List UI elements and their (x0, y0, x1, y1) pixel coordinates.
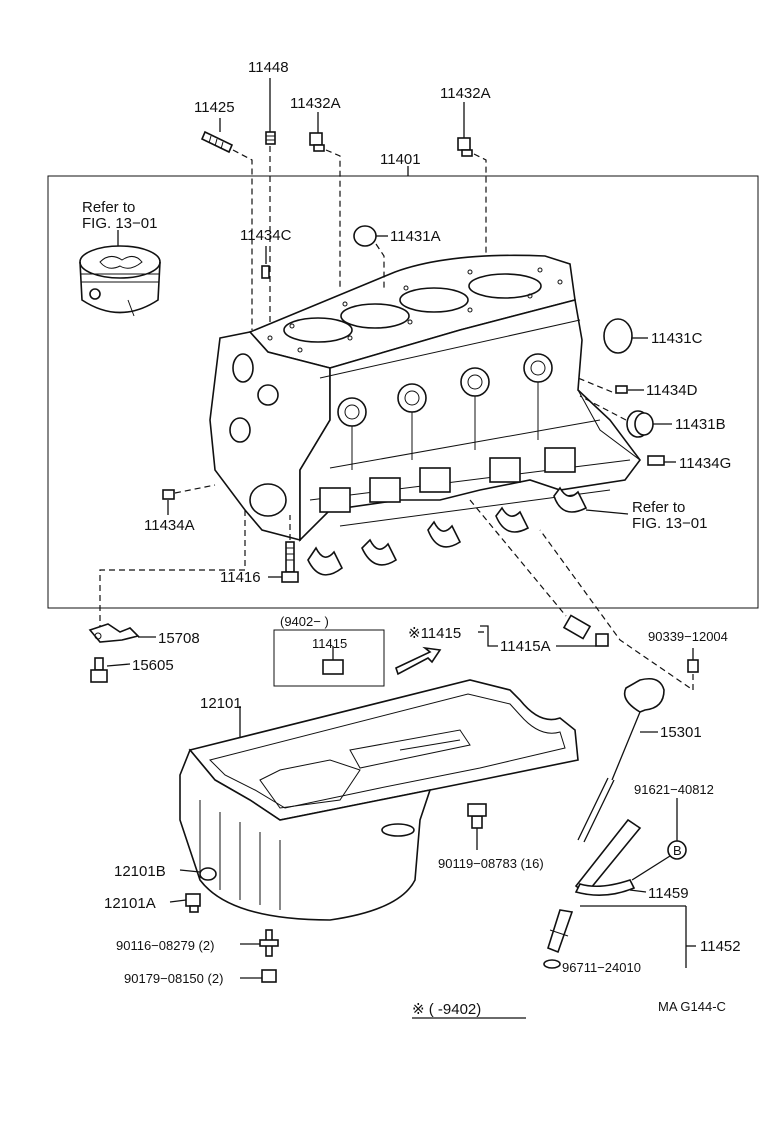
bolt-11416 (268, 515, 299, 583)
callout-11416: 11416 (220, 569, 261, 586)
block-assembly-frame (47, 175, 759, 609)
diagram-code: MA G144-C (658, 999, 726, 1014)
callout-90339-12004: 90339−12004 (648, 629, 728, 644)
stud-11425 (200, 118, 253, 330)
main-bearings (307, 486, 629, 576)
pin-11434a (162, 484, 216, 515)
callout-15605: 15605 (132, 657, 174, 674)
guide-11459 (547, 818, 696, 968)
callout-11415-marked: ※11415 (408, 625, 461, 642)
callout-11431c: 11431C (651, 330, 703, 347)
pin-11434d (577, 377, 644, 394)
cylinder-block-11401 (209, 166, 641, 542)
refer-top-line1: Refer to (82, 199, 135, 216)
new-type-box (273, 629, 385, 687)
callout-11459: 11459 (648, 885, 689, 902)
callout-11425: 11425 (194, 99, 235, 116)
bracket-15708 (88, 510, 246, 643)
bolt-15605 (90, 657, 131, 683)
footnote-date-range: ※ ( -9402) (412, 1001, 481, 1018)
stud-90116-08279 (240, 929, 279, 957)
callout-11432a-right: 11432A (440, 85, 491, 102)
arrow-icon (395, 646, 442, 676)
relief-valve-11415 (469, 499, 609, 647)
callout-96711-24010: 96711−24010 (562, 960, 641, 975)
callout-11434d: 11434D (646, 382, 698, 399)
callout-12101a: 12101A (104, 895, 156, 912)
callout-11431b: 11431B (675, 416, 726, 433)
oil-pan-12101 (179, 679, 579, 921)
callout-15301: 15301 (660, 724, 702, 741)
callout-11434g: 11434G (679, 455, 731, 472)
callout-90119-08783: 90119−08783 (16) (438, 856, 544, 871)
plug-11431b (579, 395, 672, 438)
callout-11431a: 11431A (390, 228, 441, 245)
refer-bottom-line2: FIG. 13−01 (632, 515, 707, 532)
drain-plug-12101a (169, 893, 201, 913)
bolt-90339-12004 (539, 529, 699, 692)
o-ring-96711 (543, 959, 561, 969)
callout-90179-08150: 90179−08150 (2) (124, 971, 223, 986)
piston-reference (79, 230, 161, 317)
circle-b-label: B (673, 843, 682, 858)
callout-11401: 11401 (380, 151, 421, 168)
pin-11434c (261, 246, 270, 279)
callout-11415a: 11415A (500, 638, 551, 655)
callout-11448: 11448 (248, 59, 289, 76)
plug-11431c (603, 318, 648, 354)
callout-11434c: 11434C (240, 227, 292, 244)
callout-15708: 15708 (158, 630, 200, 647)
refer-bottom-line1: Refer to (632, 499, 685, 516)
callout-90116-08279: 90116−08279 (2) (116, 938, 214, 953)
drain-plug-12101b (179, 867, 217, 881)
callout-11432a-left: 11432A (290, 95, 341, 112)
nut-90179-08150 (240, 969, 277, 983)
pin-11434g (647, 455, 676, 466)
box-date-range: (9402− ) (280, 614, 329, 629)
refer-top-line2: FIG. 13−01 (82, 215, 157, 232)
plug-11432a-right (457, 102, 487, 258)
callout-11434a: 11434A (144, 517, 195, 534)
callout-12101: 12101 (200, 695, 242, 712)
callout-12101b: 12101B (114, 863, 166, 880)
callout-91621-40812: 91621−40812 (634, 782, 714, 797)
stud-11448 (265, 78, 276, 330)
plug-11431a (353, 225, 388, 290)
callout-11452: 11452 (700, 938, 741, 955)
dipstick-15301 (577, 677, 665, 843)
box-part-number: 11415 (312, 636, 347, 651)
plug-11432a-left (309, 112, 341, 290)
